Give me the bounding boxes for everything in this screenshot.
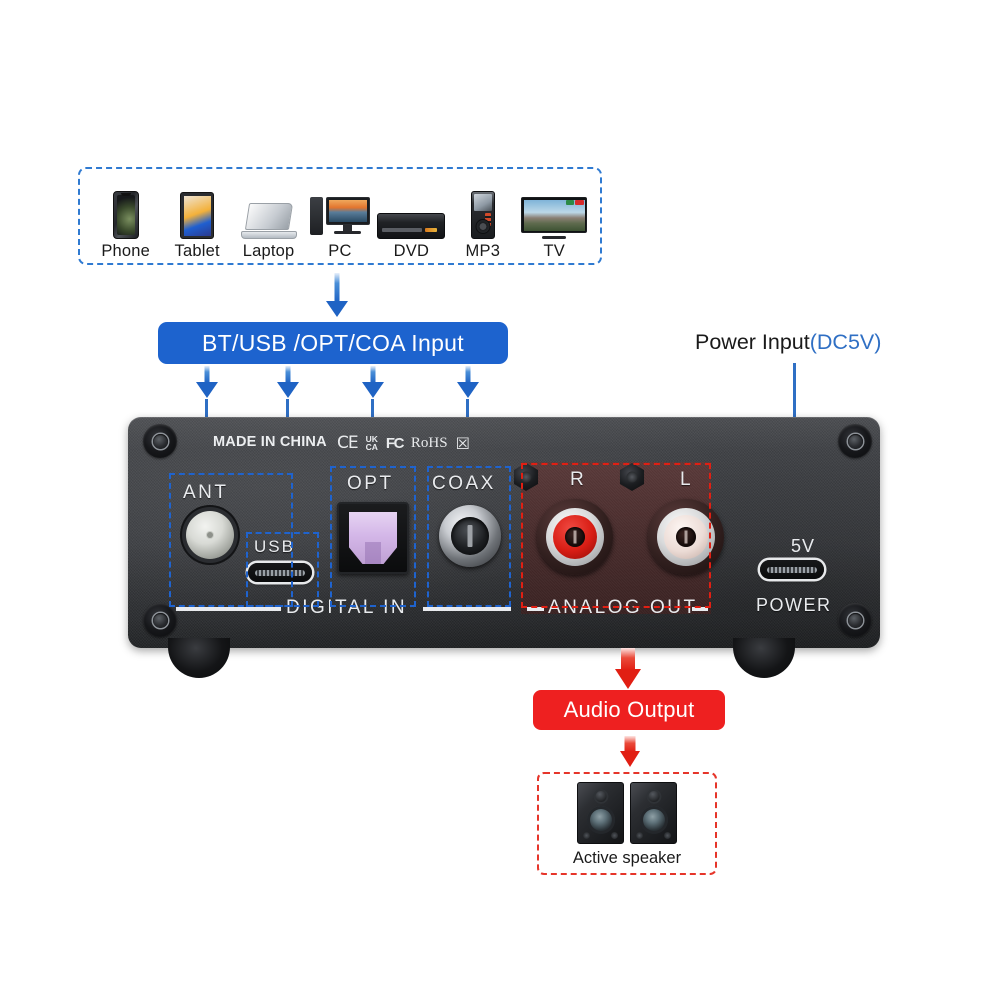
source-label: Phone [101, 242, 151, 260]
output-banner: Audio Output [533, 690, 725, 730]
coax-port-label: COAX [432, 473, 496, 494]
source-item-phone: Phone [91, 181, 161, 261]
chassis-screw-bottom-right [838, 603, 872, 637]
input-arrow-usb-icon [277, 366, 299, 398]
pc-icon [309, 181, 370, 239]
input-banner: BT/USB /OPT/COA Input [158, 322, 508, 364]
speaker-icon-right [630, 782, 677, 844]
coaxial-connector[interactable] [439, 505, 501, 567]
opt-port-label: OPT [347, 473, 394, 494]
power-input-text: Power Input [695, 330, 810, 354]
output-banner-label: Audio Output [563, 697, 695, 722]
usb-c-data-port[interactable] [248, 563, 312, 582]
output-to-speaker-arrow-icon [617, 736, 643, 767]
sources-to-input-arrow-icon [326, 273, 348, 317]
rohs-mark-icon: RoHS [410, 434, 448, 451]
source-label: DVD [393, 242, 430, 260]
source-item-mp3: MP3 [448, 181, 518, 261]
input-arrow-coax-icon [457, 366, 479, 398]
analog-out-title: ANALOG OUT [548, 597, 698, 618]
power-input-label: Power Input(DC5V) [695, 330, 881, 355]
source-item-pc: PC [305, 181, 375, 261]
tablet-icon [180, 181, 215, 239]
analog-out-rule-right [692, 607, 708, 611]
dc-voltage-text: 5V [791, 536, 816, 556]
power-port-label: POWER [756, 595, 832, 615]
source-item-tv: TV [519, 181, 589, 261]
analog-to-output-arrow-icon [615, 648, 641, 689]
chassis-screw-top-left [143, 424, 177, 458]
source-label: PC [328, 242, 352, 260]
digital-in-rule-right [423, 607, 511, 611]
rca-right-label: R [570, 469, 587, 490]
input-arrow-opt-icon [362, 366, 384, 398]
source-item-tablet: Tablet [162, 181, 232, 261]
source-devices-group: Phone Tablet Laptop PC [78, 167, 602, 265]
device-foot-left [168, 638, 230, 678]
mp3-player-icon [470, 181, 495, 239]
tv-icon [521, 181, 588, 239]
dc-5v-marking: 5V [766, 536, 815, 557]
device-foot-right [733, 638, 795, 678]
optical-toslink-port[interactable] [337, 502, 409, 574]
input-arrow-ant-icon [196, 366, 218, 398]
rca-output-left[interactable] [648, 499, 724, 575]
dvd-player-icon [377, 181, 446, 239]
rca-left-label: L [680, 469, 694, 490]
digital-in-title: DIGITAL IN [286, 597, 408, 618]
weee-mark-icon: ☒ [455, 433, 470, 453]
speaker-icon-left [577, 782, 624, 844]
source-label: MP3 [465, 242, 501, 260]
chassis-screw-top-right [838, 424, 872, 458]
analog-out-rule-left [527, 607, 544, 611]
ce-mark-icon: CE [337, 433, 359, 453]
antenna-connector[interactable] [186, 511, 234, 559]
made-in-text: MADE IN CHINA [213, 434, 327, 450]
digital-in-rule-left [176, 607, 281, 611]
input-banner-label: BT/USB /OPT/COA Input [202, 329, 464, 356]
fcc-mark-icon: FC [385, 434, 405, 452]
source-label: TV [543, 242, 565, 260]
power-input-spec: (DC5V) [809, 330, 882, 354]
active-speaker-group: Active speaker [537, 772, 717, 875]
chassis-screw-bottom-left [143, 603, 177, 637]
source-item-dvd: DVD [376, 181, 446, 261]
phone-icon [112, 181, 139, 239]
active-speaker-label: Active speaker [572, 849, 682, 867]
source-item-laptop: Laptop [234, 181, 304, 261]
laptop-icon [240, 181, 297, 239]
usb-port-label: USB [254, 537, 295, 556]
ant-port-label: ANT [183, 482, 229, 503]
usb-c-power-port[interactable] [760, 560, 824, 579]
rca-output-right[interactable] [537, 499, 613, 575]
source-label: Laptop [242, 242, 295, 260]
source-label: Tablet [174, 242, 220, 260]
